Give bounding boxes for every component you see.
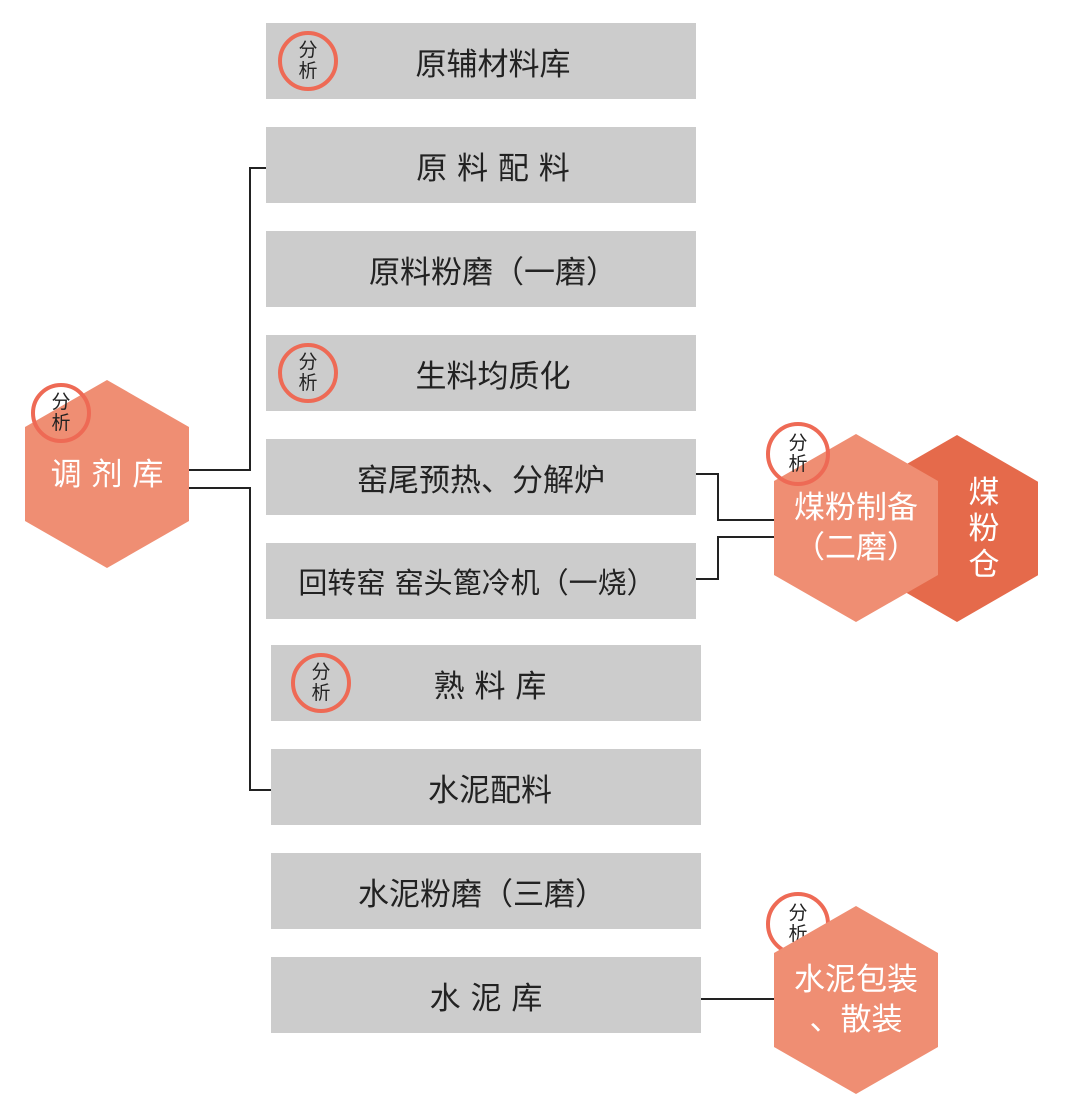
badge-line1: 分 [298,39,318,61]
badge-line1: 分 [51,391,71,413]
step-shengliao-junzhihua: 分 析 生料均质化 [266,335,696,411]
hex-label: 调 剂 库 [50,457,164,493]
step-label: 原料粉磨（一磨） [369,254,617,291]
badge-line1: 分 [311,661,331,683]
badge-line1: 分 [788,432,808,454]
step-label: 窑尾预热、分解炉 [357,462,605,499]
step-yuanliao-fenmo: 原料粉磨（一磨） [266,231,696,307]
step-yuanliao-peiliao: 原 料 配 料 [266,127,696,203]
step-label: 原 料 配 料 [416,150,570,187]
analysis-badge: 分 析 [278,343,338,403]
step-label: 水泥粉磨（三磨） [358,876,606,913]
step-shuliaoku: 分 析 熟 料 库 [271,645,701,721]
connector-tiaoji-shuini [188,487,292,791]
analysis-badge: 分 析 [31,383,91,443]
step-shuini-fenmo: 水泥粉磨（三磨） [271,853,701,929]
badge-line2: 析 [51,412,71,434]
step-huizhuanyao: 回转窑 窑头篦冷机（一烧） [266,543,696,619]
badge-line2: 析 [788,453,808,475]
step-yaowei-yure: 窑尾预热、分解炉 [266,439,696,515]
badge-line2: 析 [298,372,318,394]
step-label: 水泥配料 [428,772,552,809]
hex-label: 煤 粉 仓 [968,474,1000,583]
analysis-badge: 分 析 [291,653,351,713]
step-yuanfu-cailiaoku: 分 析 原辅材料库 [266,23,696,99]
connector-huizhuan-meifen [677,536,778,580]
step-label: 水 泥 库 [429,980,543,1017]
step-shuini-peiliao: 水泥配料 [271,749,701,825]
step-label: 熟 料 库 [433,668,547,705]
hex-label: 煤粉制备 （二磨） [794,490,918,566]
badge-line2: 析 [298,60,318,82]
analysis-badge: 分 析 [278,31,338,91]
step-label: 回转窑 窑头篦冷机（一烧） [298,566,656,600]
connector-yaowei-meifen [677,473,778,521]
badge-line1: 分 [788,902,808,924]
step-label: 生料均质化 [415,358,571,395]
badge-line2: 析 [311,682,331,704]
hex-label: 水泥包装 、散装 [794,962,918,1038]
analysis-badge: 分 析 [766,422,830,486]
connector-tiaoji-yuanliao [188,167,290,471]
step-label: 原辅材料库 [415,46,571,83]
badge-line1: 分 [298,351,318,373]
step-shuiniku: 水 泥 库 [271,957,701,1033]
